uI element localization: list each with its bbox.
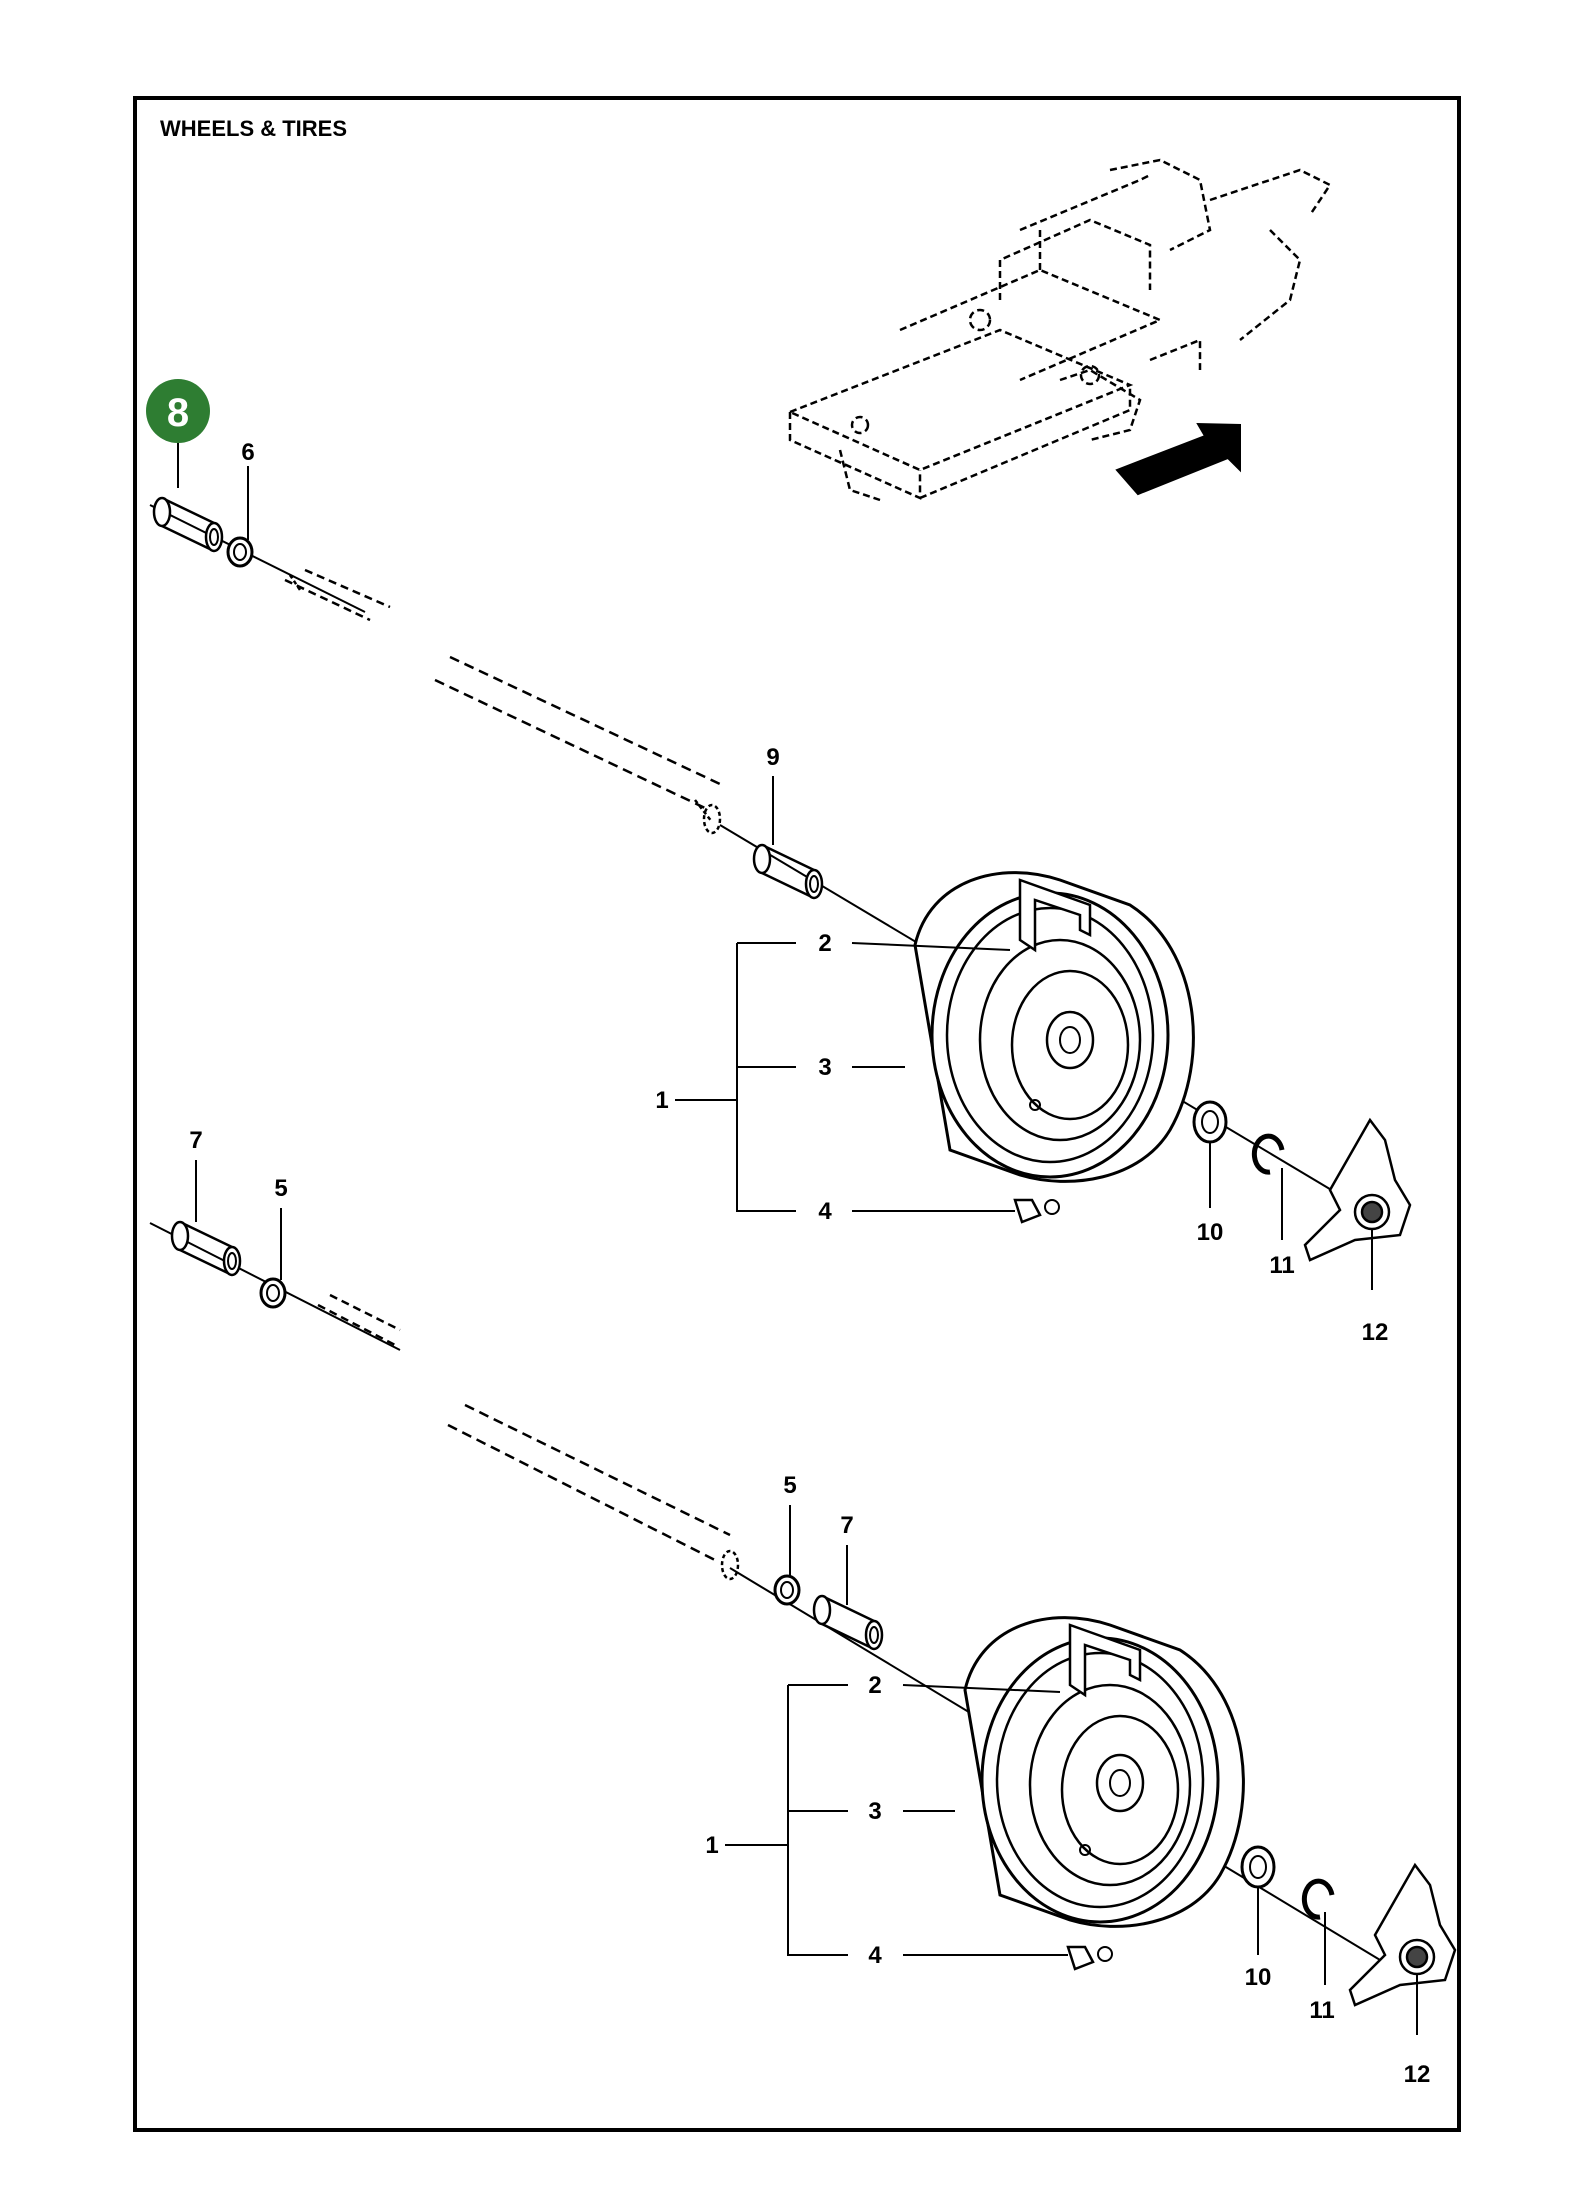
callout-10: 10 (1197, 1219, 1224, 1246)
front-direction-arrow-icon (1115, 422, 1241, 496)
callout-12: 12 (1362, 1319, 1389, 1346)
upper-wheel (913, 871, 1195, 1183)
callout-1: 1 (655, 1087, 668, 1114)
callout-2-lower: 2 (868, 1672, 881, 1699)
part-10-washer-lower (1240, 1845, 1276, 1889)
callout-7-right: 7 (840, 1512, 853, 1539)
callout-11-lower: 11 (1309, 1997, 1334, 2024)
part-12-hubcap-lower (1348, 1862, 1457, 2007)
part-11-clip (1251, 1133, 1285, 1175)
frame-overview-icon (786, 158, 1332, 502)
callout-7-left: 7 (189, 1127, 202, 1154)
callout-3-lower: 3 (868, 1798, 881, 1825)
callout-6: 6 (241, 439, 254, 466)
part-4-valve (1013, 1198, 1060, 1224)
callout-4: 4 (818, 1198, 832, 1225)
callout-5-left: 5 (274, 1175, 287, 1202)
callout-11: 11 (1269, 1252, 1294, 1279)
callout-4-lower: 4 (868, 1942, 882, 1969)
callout-2: 2 (818, 930, 831, 957)
part-6-washer (226, 536, 254, 568)
part-9-bushing (752, 843, 824, 900)
svg-text:8: 8 (167, 391, 189, 435)
part-5-washer-right (773, 1574, 801, 1606)
part-5-washer-left (259, 1277, 287, 1309)
lower-assembly: 7 5 5 7 2 3 1 4 10 11 12 (149, 1127, 1457, 2088)
page-frame (133, 96, 1461, 2132)
callout-5-right: 5 (783, 1472, 796, 1499)
part-8-badge: 8 (146, 379, 210, 443)
callout-10-lower: 10 (1245, 1964, 1272, 1991)
callout-3: 3 (818, 1054, 831, 1081)
part-10-washer (1192, 1100, 1228, 1144)
part-4-valve-lower (1066, 1945, 1113, 1971)
lower-wheel (963, 1616, 1245, 1928)
upper-assembly: 8 6 9 2 3 1 4 10 11 12 (146, 379, 1412, 1346)
part-11-clip-lower (1301, 1878, 1335, 1920)
part-7-bushing-left (170, 1220, 242, 1277)
page-title: WHEELS & TIRES (160, 116, 348, 141)
part-12-hubcap (1303, 1117, 1412, 1262)
callout-1-lower: 1 (705, 1832, 718, 1859)
callout-12-lower: 12 (1404, 2061, 1431, 2088)
callout-9: 9 (766, 744, 779, 771)
